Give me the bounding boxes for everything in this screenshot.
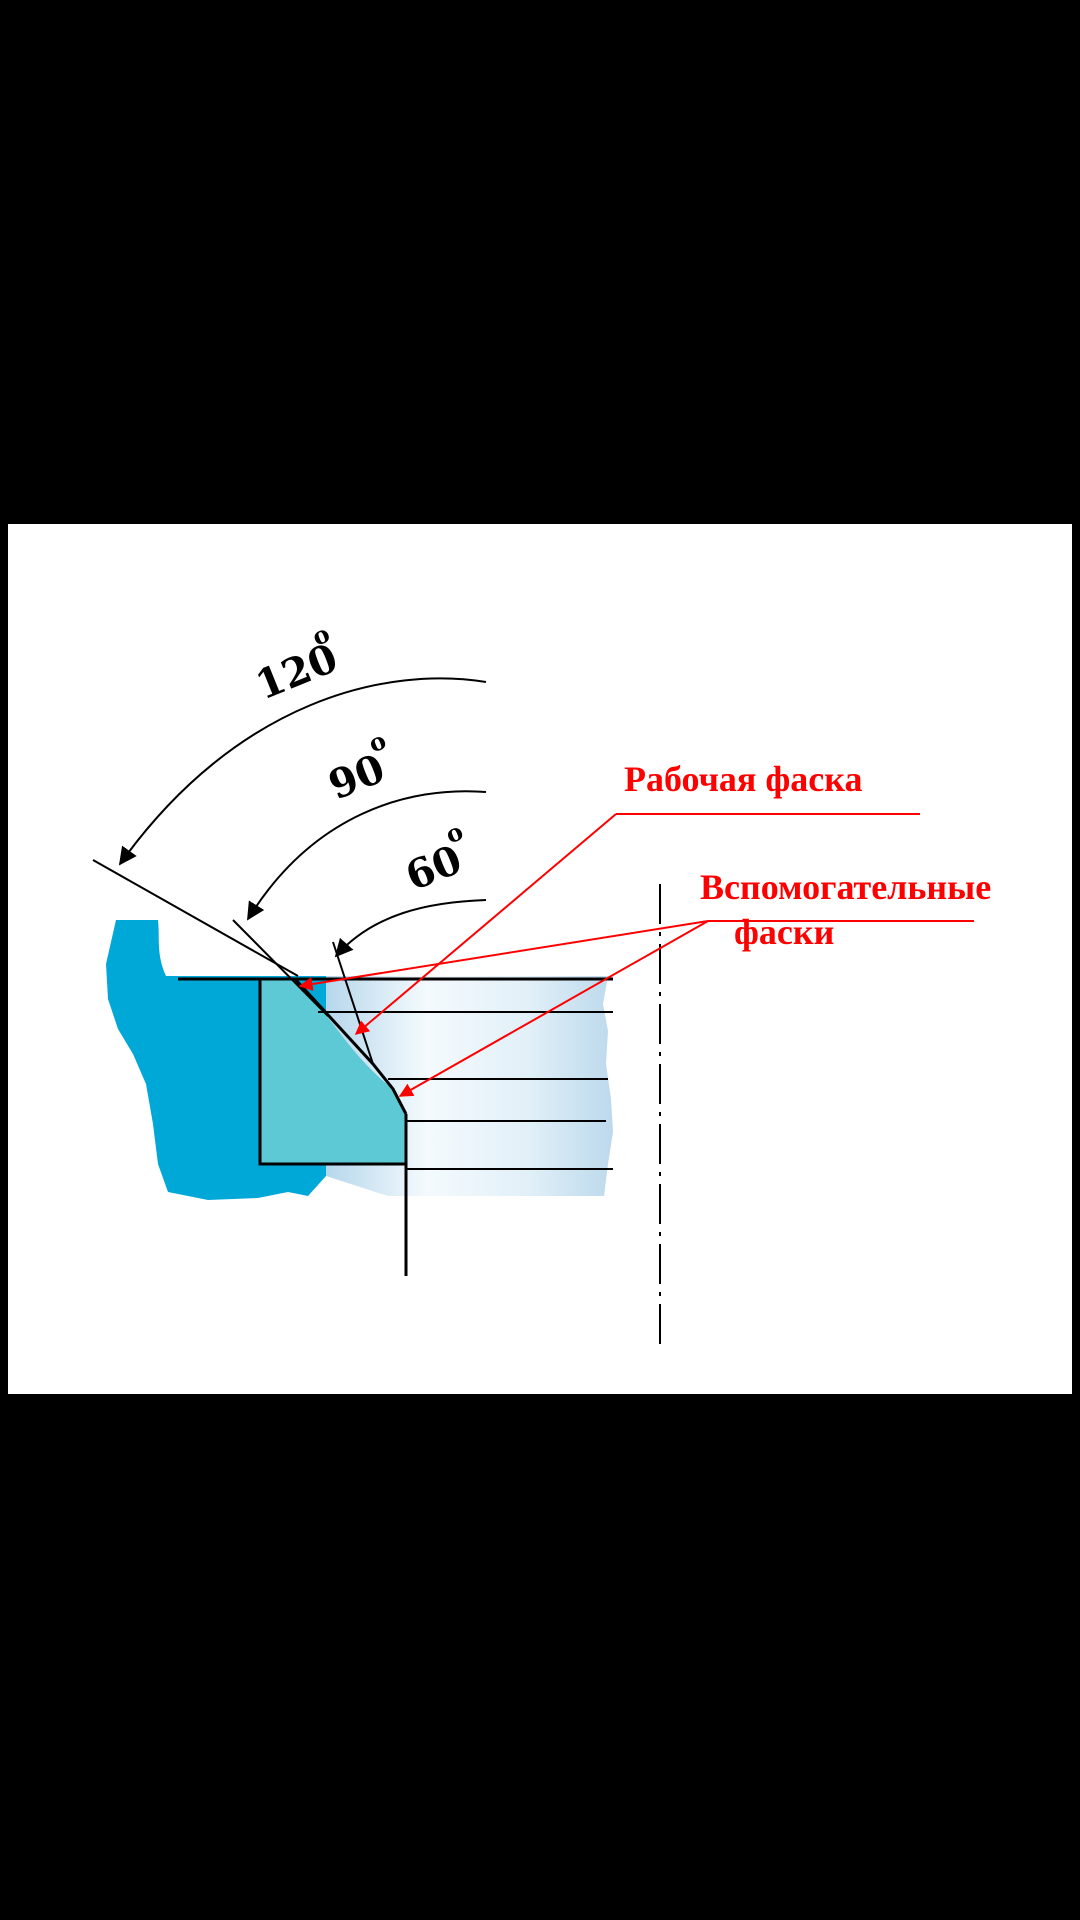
working-chamfer-label: Рабочая фаска bbox=[624, 759, 862, 799]
auxiliary-chamfers-label-line1: Вспомогательные bbox=[700, 867, 991, 907]
extension-line-60 bbox=[332, 941, 374, 1065]
angle-label-120: 120 o bbox=[249, 619, 344, 710]
angle-arc-120 bbox=[118, 677, 487, 866]
angle-arc-90 bbox=[247, 790, 487, 921]
working-chamfer-leader bbox=[354, 813, 617, 1035]
extension-line-90 bbox=[232, 919, 329, 1017]
insert-outline bbox=[258, 979, 408, 1166]
angle-arc-60 bbox=[334, 899, 487, 958]
auxiliary-chamfer-leader-top bbox=[298, 920, 709, 991]
angle-label-90: 90 o bbox=[322, 725, 391, 809]
valve-seat-insert bbox=[260, 979, 406, 1164]
auxiliary-chamfer-leader-bottom bbox=[398, 920, 709, 1097]
angle-label-60: 60 o bbox=[399, 816, 468, 900]
extension-line-120 bbox=[92, 859, 299, 977]
diagram-panel: 120 o 90 o 60 o Рабочая фаска Вспомогате… bbox=[8, 524, 1072, 1394]
valve-seat-chamfer-diagram: 120 o 90 o 60 o Рабочая фаска Вспомогате… bbox=[92, 619, 991, 1352]
auxiliary-chamfers-label-line2: фаски bbox=[734, 912, 834, 952]
